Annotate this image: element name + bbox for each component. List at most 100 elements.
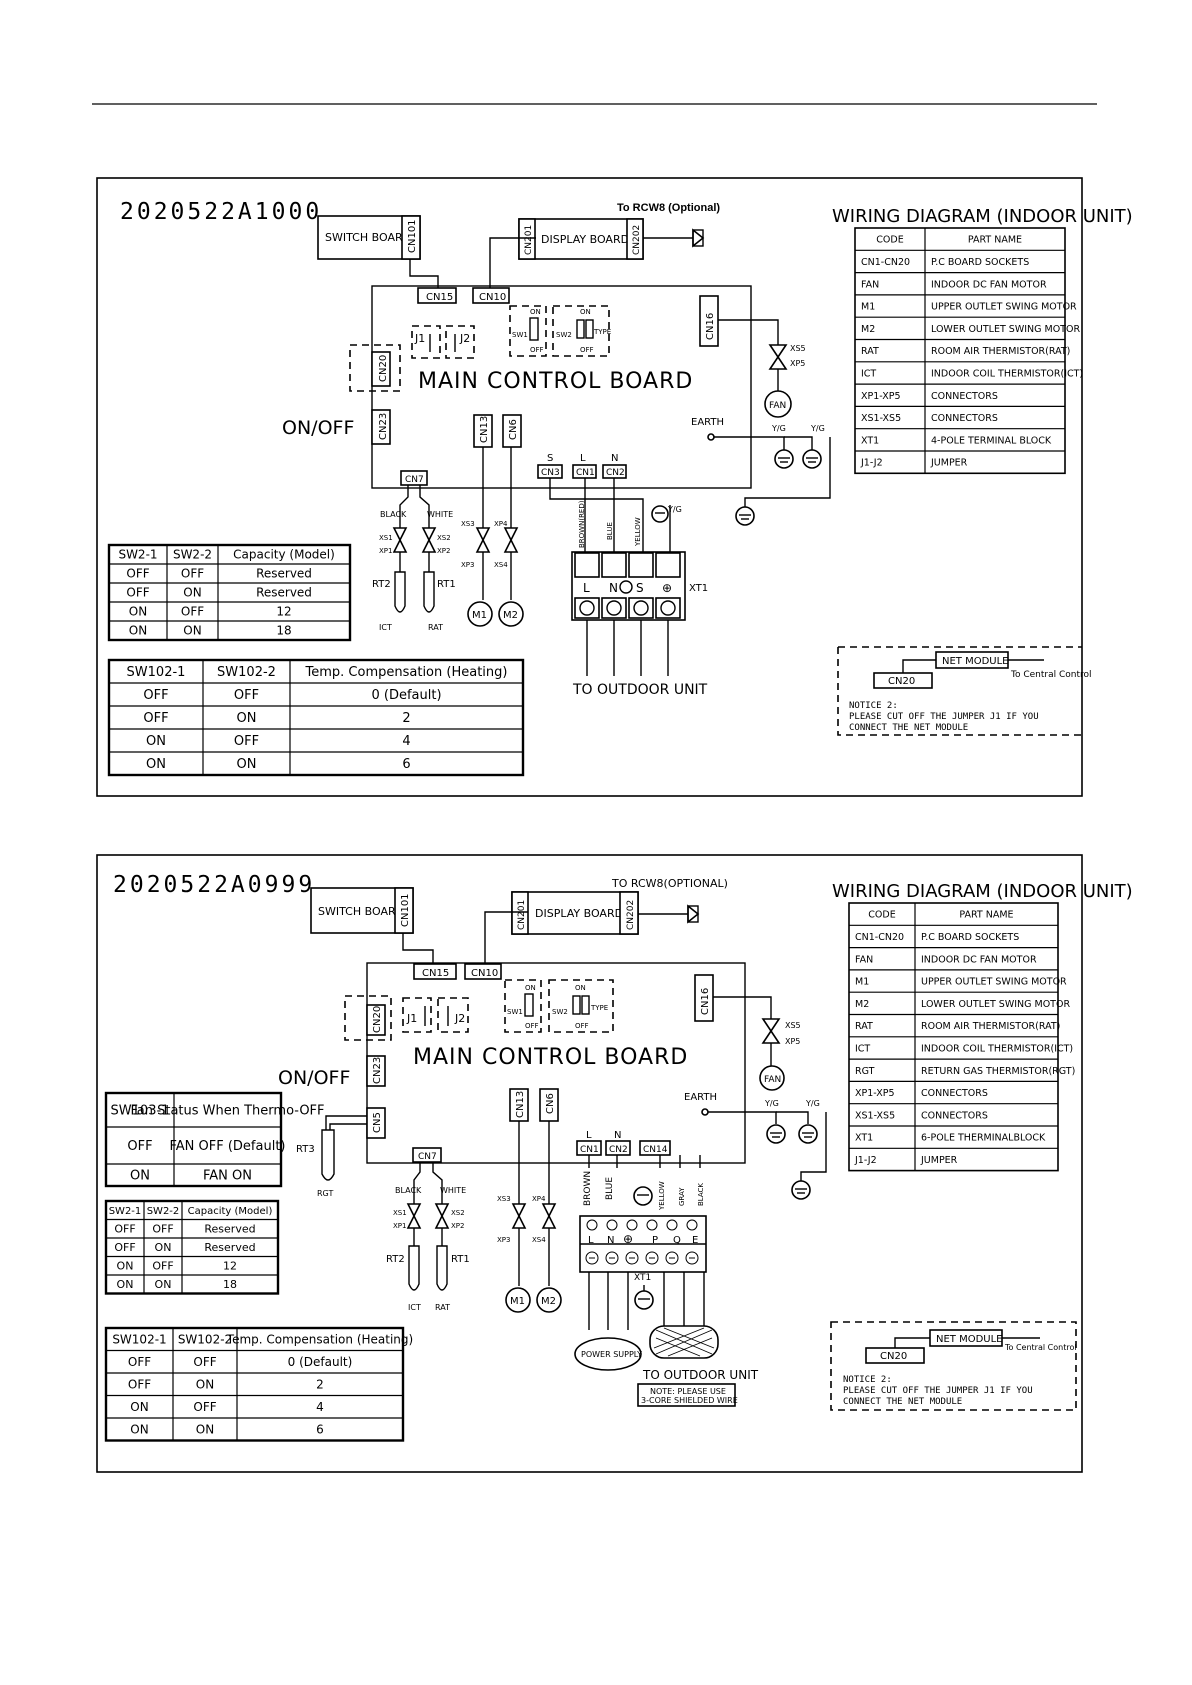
temp-table-cell: ON bbox=[130, 1422, 148, 1436]
j1-jumper bbox=[411, 325, 441, 359]
svg-text:M2: M2 bbox=[503, 610, 518, 621]
ground-icon bbox=[791, 1180, 811, 1200]
svg-text:XP4: XP4 bbox=[494, 520, 508, 528]
svg-text:CN5: CN5 bbox=[372, 1112, 383, 1133]
legend-cell: LOWER OUTLET SWING MOTOR bbox=[921, 999, 1070, 1010]
svg-text:M1: M1 bbox=[510, 1296, 525, 1307]
svg-text:RT3: RT3 bbox=[296, 1144, 315, 1155]
legend-cell: ICT bbox=[861, 368, 876, 379]
capacity-table-cell: Reserved bbox=[204, 1241, 255, 1254]
legend-cell: INDOOR COIL THERMISTOR(ICT) bbox=[921, 1043, 1073, 1054]
svg-text:XS2: XS2 bbox=[437, 534, 451, 542]
capacity-table-cell: 12 bbox=[276, 605, 291, 619]
earth-label: EARTH bbox=[691, 417, 724, 428]
svg-text:BLUE: BLUE bbox=[605, 1177, 615, 1200]
temp-table-cell: 2 bbox=[316, 1377, 324, 1391]
legend-cell: INDOOR DC FAN MOTOR bbox=[931, 279, 1047, 290]
cn14-connector bbox=[639, 1140, 671, 1156]
capacity-table-cell: ON bbox=[155, 1278, 172, 1291]
cn23-label: CN23 bbox=[378, 413, 389, 440]
legend-cell: CONNECTORS bbox=[931, 391, 998, 402]
legend-cell: XT1 bbox=[861, 435, 879, 446]
svg-text:SW2: SW2 bbox=[552, 1008, 568, 1016]
legend-cell: RAT bbox=[855, 1021, 873, 1032]
capacity-table-cell: ON bbox=[183, 624, 201, 638]
temp-table-header-cell: Temp. Compensation (Heating) bbox=[305, 665, 508, 680]
svg-text:⊕: ⊕ bbox=[662, 581, 672, 595]
svg-text:To Central Control: To Central Control bbox=[1010, 670, 1092, 680]
svg-text:Y/G: Y/G bbox=[667, 505, 682, 514]
svg-text:WHITE: WHITE bbox=[440, 1186, 466, 1195]
svg-text:BLACK: BLACK bbox=[697, 1183, 705, 1206]
capacity-table-header-cell: SW2-1 bbox=[109, 1206, 142, 1217]
legend-cell: M2 bbox=[855, 999, 869, 1010]
capacity-table-header-cell: SW2-1 bbox=[118, 548, 157, 562]
capacity-table-cell: OFF bbox=[126, 567, 149, 581]
svg-text:YELLOW: YELLOW bbox=[658, 1181, 666, 1211]
cn6-label: CN6 bbox=[508, 419, 519, 440]
temp-table-cell: OFF bbox=[234, 688, 259, 703]
m2-motor-icon bbox=[536, 1287, 562, 1313]
svg-text:XP2: XP2 bbox=[437, 547, 450, 555]
legend-cell: M1 bbox=[861, 302, 875, 313]
capacity-table-header-cell: SW2-2 bbox=[147, 1206, 180, 1217]
drawing-number: 2020522A0999 bbox=[113, 872, 315, 898]
capacity-table-cell: ON bbox=[117, 1260, 134, 1273]
wire-color-brown: BROWN(RED) bbox=[578, 500, 586, 548]
capacity-table-cell: ON bbox=[129, 624, 147, 638]
svg-text:MAIN CONTROL BOARD: MAIN CONTROL BOARD bbox=[413, 1045, 688, 1070]
rt1-thermistor bbox=[436, 1228, 448, 1291]
earth-label: EARTH bbox=[684, 1092, 717, 1103]
legend-cell: CONNECTORS bbox=[921, 1110, 988, 1121]
cn201-connector bbox=[511, 891, 529, 935]
svg-text:NOTE: PLEASE USE: NOTE: PLEASE USE bbox=[650, 1387, 726, 1396]
svg-text:P: P bbox=[652, 1235, 658, 1246]
svg-text:CN14: CN14 bbox=[643, 1145, 668, 1155]
legend-cell: RETURN GAS THERMISTOR(RGT) bbox=[921, 1066, 1075, 1077]
fan-table-cell: OFF bbox=[127, 1139, 152, 1154]
cn23-connector bbox=[371, 409, 391, 445]
svg-text:FAN: FAN bbox=[764, 1075, 781, 1085]
legend-cell: UPPER OUTLET SWING MOTOR bbox=[921, 977, 1067, 988]
temp-table-cell: ON bbox=[237, 757, 257, 772]
cn16-label: CN16 bbox=[705, 313, 716, 340]
svg-text:Y/G: Y/G bbox=[805, 1099, 820, 1108]
legend-cell: J1-J2 bbox=[860, 458, 883, 469]
legend-cell: M2 bbox=[861, 324, 875, 335]
svg-text:RT1: RT1 bbox=[437, 579, 456, 590]
shield-note-box bbox=[637, 1383, 736, 1407]
svg-text:CONNECT THE NET MODULE: CONNECT THE NET MODULE bbox=[849, 723, 968, 733]
ground-icon bbox=[735, 506, 755, 526]
drawing-number: 2020522A1000 bbox=[120, 199, 322, 225]
svg-text:S: S bbox=[547, 453, 553, 464]
capacity-table-cell: 18 bbox=[223, 1278, 237, 1291]
legend-header-cell: CODE bbox=[868, 910, 895, 921]
svg-text:RT2: RT2 bbox=[372, 579, 391, 590]
svg-text:BLACK: BLACK bbox=[395, 1186, 422, 1195]
svg-text:NOTICE 2:: NOTICE 2: bbox=[843, 1375, 892, 1385]
svg-text:XS1: XS1 bbox=[379, 534, 393, 542]
fan-motor-icon bbox=[759, 1065, 785, 1091]
cn15-label: CN15 bbox=[426, 292, 453, 303]
svg-text:CONNECT THE NET MODULE: CONNECT THE NET MODULE bbox=[843, 1397, 962, 1407]
svg-text:XS1: XS1 bbox=[393, 1209, 407, 1217]
cn202-connector bbox=[619, 891, 639, 935]
cn6-connector bbox=[502, 414, 522, 448]
legend-cell: ROOM AIR THERMISTOR(RAT) bbox=[921, 1021, 1060, 1032]
legend-cell: INDOOR COIL THERMISTOR(ICT) bbox=[931, 368, 1083, 379]
legend-cell: FAN bbox=[855, 954, 873, 965]
legend-header-cell: PART NAME bbox=[959, 910, 1013, 921]
legend-cell: INDOOR DC FAN MOTOR bbox=[921, 954, 1037, 965]
j2-jumper bbox=[437, 997, 469, 1033]
svg-text:E: E bbox=[692, 1235, 698, 1246]
cn20-connector bbox=[371, 351, 391, 387]
temp-table-cell: ON bbox=[146, 734, 166, 749]
svg-text:BLACK: BLACK bbox=[380, 510, 407, 519]
legend-header-cell: PART NAME bbox=[968, 235, 1022, 246]
display-board bbox=[518, 218, 644, 260]
svg-text:XP2: XP2 bbox=[451, 1222, 464, 1230]
terminal-block-xt1 bbox=[571, 551, 686, 621]
capacity-table-cell: Reserved bbox=[256, 586, 312, 600]
legend-cell: JUMPER bbox=[930, 458, 968, 469]
